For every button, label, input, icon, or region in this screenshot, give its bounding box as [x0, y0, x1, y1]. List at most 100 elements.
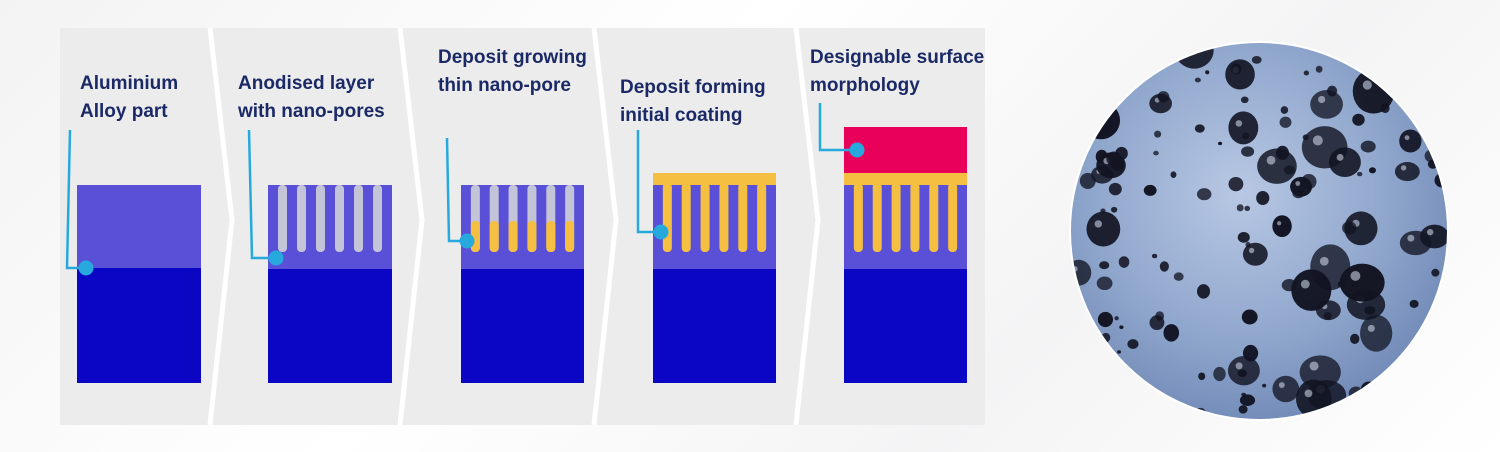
micrograph-particle [1170, 171, 1177, 179]
micrograph-particle [1275, 145, 1289, 160]
micrograph-particle [1151, 253, 1158, 259]
micrograph-particle [1108, 377, 1119, 389]
anodised-layer [77, 185, 201, 268]
pore-deposit [681, 183, 691, 252]
micrograph-particle [1117, 350, 1122, 354]
micrograph-particle [1213, 366, 1226, 382]
micrograph-particle [1077, 373, 1120, 414]
micrograph-particle [1342, 221, 1357, 235]
micrograph-particle [1272, 375, 1300, 403]
micrograph-particle [1242, 242, 1268, 266]
micrograph-particle [1108, 182, 1122, 196]
micrograph-particle [1426, 369, 1448, 393]
pore-deposit [757, 183, 767, 252]
micrograph-particle [1431, 98, 1448, 118]
micrograph-particle [1241, 146, 1255, 157]
anodised-layer [268, 185, 392, 269]
aluminium-substrate [77, 268, 201, 383]
micrograph-particle [1114, 316, 1119, 321]
micrograph-particle-highlight [1362, 80, 1372, 90]
micrograph-particle [1070, 114, 1086, 129]
micrograph-particle [1303, 70, 1310, 76]
micrograph-particle [1197, 284, 1211, 299]
micrograph-particle [1100, 385, 1115, 399]
callout-dot-4 [653, 224, 669, 240]
micrograph-particle [1301, 173, 1317, 190]
micrograph-particle-highlight [1409, 395, 1418, 405]
micrograph-particle [1245, 241, 1251, 248]
initial-coating [844, 173, 967, 185]
micrograph-particle [1244, 205, 1251, 211]
micrograph-particle-highlight [1312, 135, 1323, 146]
step-4-label: Deposit forming initial coating [620, 74, 766, 130]
aluminium-substrate [461, 269, 584, 383]
callout-dot-3 [459, 233, 475, 249]
micrograph-particle-highlight [1381, 42, 1391, 51]
pore-deposit [872, 183, 882, 252]
micrograph-particle-highlight [1400, 165, 1407, 171]
micrograph-particle-highlight [1336, 153, 1344, 161]
micrograph-particle-highlight [1184, 42, 1193, 49]
micrograph-particle [1251, 56, 1262, 64]
aluminium-substrate [844, 269, 967, 383]
anodised-layer [461, 185, 584, 269]
pore-deposit [565, 221, 575, 252]
micrograph-particle [1070, 410, 1073, 417]
micrograph-particle [1242, 344, 1259, 362]
step-5-block [844, 127, 967, 383]
micrograph-particle [1154, 130, 1162, 138]
pore-deposit [853, 183, 863, 252]
micrograph-particle-highlight [1427, 229, 1434, 236]
aluminium-substrate [653, 269, 776, 383]
micrograph-particle [1383, 399, 1395, 410]
step-2-label-line-1: Anodised layer [238, 73, 375, 94]
micrograph-particle [1218, 141, 1223, 146]
micrograph-particle [1205, 70, 1210, 75]
pore-deposit [948, 183, 958, 252]
micrograph-particle [1394, 162, 1420, 182]
step-5-label-line-1: Designable surface [810, 47, 985, 68]
micrograph-particle [1241, 392, 1247, 397]
pore-deposit [929, 183, 939, 252]
micrograph-particle [1099, 261, 1110, 270]
pore-deposit [508, 221, 518, 252]
callout-dot-1 [78, 260, 94, 276]
micrograph-particle [1123, 42, 1140, 50]
micrograph-particle [1291, 269, 1332, 311]
micrograph-particle [1350, 333, 1360, 345]
micrograph-particle [1111, 42, 1127, 53]
step-4-label-line-2: initial coating [620, 105, 743, 126]
micrograph-particle [1228, 111, 1259, 145]
step-divider-2 [397, 27, 425, 426]
step-4-block [653, 173, 776, 383]
micrograph-particle [1437, 69, 1442, 74]
micrograph-particle-highlight [1235, 120, 1243, 127]
micrograph-particle [1279, 116, 1292, 128]
anodised-layer [844, 185, 967, 269]
micrograph-particle [1070, 333, 1081, 347]
micrograph-particle [1370, 42, 1415, 71]
step-2-label: Anodised layer with nano-pores [238, 70, 385, 126]
micrograph-particle-highlight [1435, 103, 1440, 108]
micrograph-particle [1344, 211, 1378, 246]
micrograph-particle-highlight [1350, 270, 1361, 281]
micrograph-particle [1427, 42, 1435, 45]
micrograph-particle [1240, 96, 1249, 104]
micrograph-particle-highlight [1407, 234, 1415, 242]
micrograph-particle-highlight [1295, 181, 1301, 186]
step-divider-1 [207, 27, 235, 426]
process-diagram [60, 27, 985, 426]
step-2-block [268, 185, 392, 383]
step-4-label-line-1: Deposit forming [620, 77, 766, 98]
micrograph-particle [1238, 405, 1248, 414]
micrograph-particle [1127, 339, 1139, 349]
micrograph-rim [1069, 41, 1449, 421]
micrograph-particle-highlight [1248, 247, 1255, 254]
pore-deposit [738, 183, 748, 252]
micrograph-particle [1070, 103, 1083, 116]
micrograph-particle [1092, 42, 1107, 56]
micrograph-particle-highlight [1086, 116, 1094, 124]
step-5-label-line-2: morphology [810, 75, 920, 96]
micrograph-particle-highlight [1319, 256, 1329, 266]
micrograph-particle [1408, 77, 1416, 84]
